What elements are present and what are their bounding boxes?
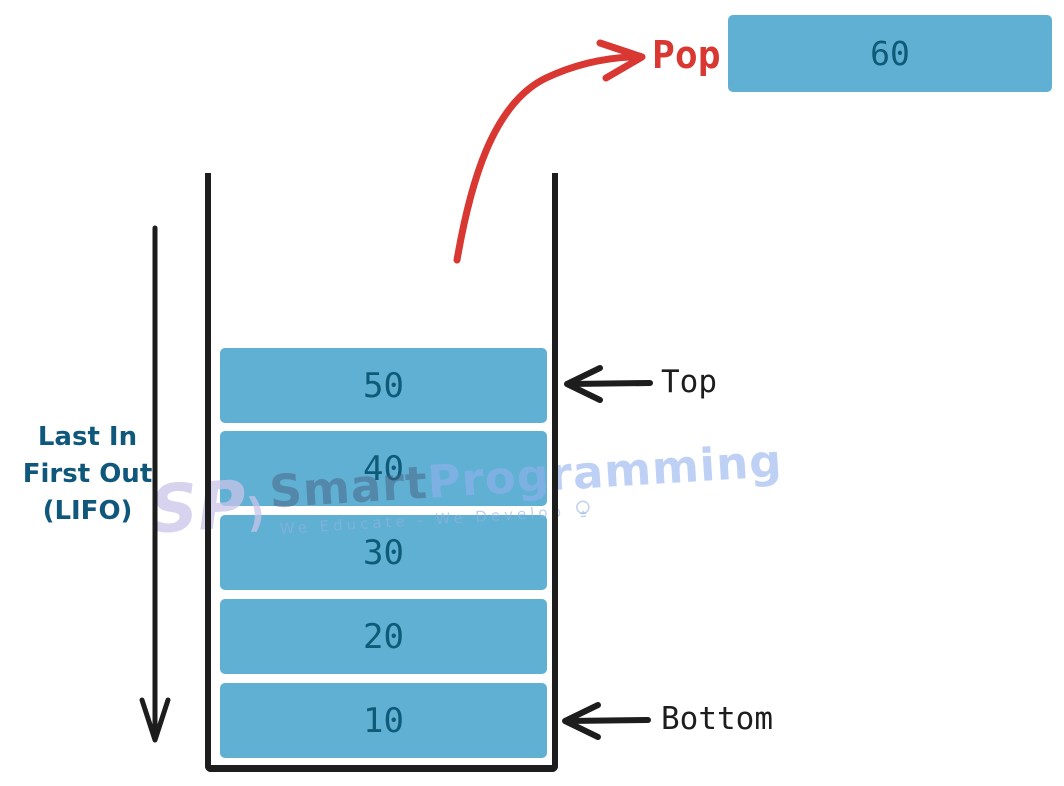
bottom-pointer-label: Bottom: [661, 701, 773, 737]
stack-element-value: 30: [363, 532, 404, 573]
lifo-caption-line: Last In: [37, 422, 138, 452]
stack-element: 40: [220, 431, 547, 506]
stack-element-value: 50: [363, 365, 404, 406]
stack-element: 50: [220, 348, 547, 423]
popped-element-box: 60: [728, 15, 1052, 92]
pop-operation-label: Pop: [652, 33, 721, 77]
lifo-caption: Last In First Out (LIFO): [5, 419, 170, 530]
stack-element-value: 10: [363, 700, 404, 741]
pop-arrow-icon: [453, 39, 646, 264]
stack-element-value: 40: [363, 448, 404, 489]
stack-element: 10: [220, 683, 547, 758]
bottom-pointer-arrow-icon: [562, 702, 651, 740]
top-pointer-arrow-icon: [564, 365, 653, 403]
lifo-caption-line: (LIFO): [42, 496, 133, 526]
lightbulb-icon: [575, 500, 590, 518]
top-pointer-label: Top: [661, 364, 717, 400]
lifo-caption-line: First Out: [22, 459, 153, 489]
stack-element: 30: [220, 515, 547, 590]
stack-element: 20: [220, 599, 547, 674]
popped-element-value: 60: [870, 34, 910, 73]
stack-element-value: 20: [363, 616, 404, 657]
